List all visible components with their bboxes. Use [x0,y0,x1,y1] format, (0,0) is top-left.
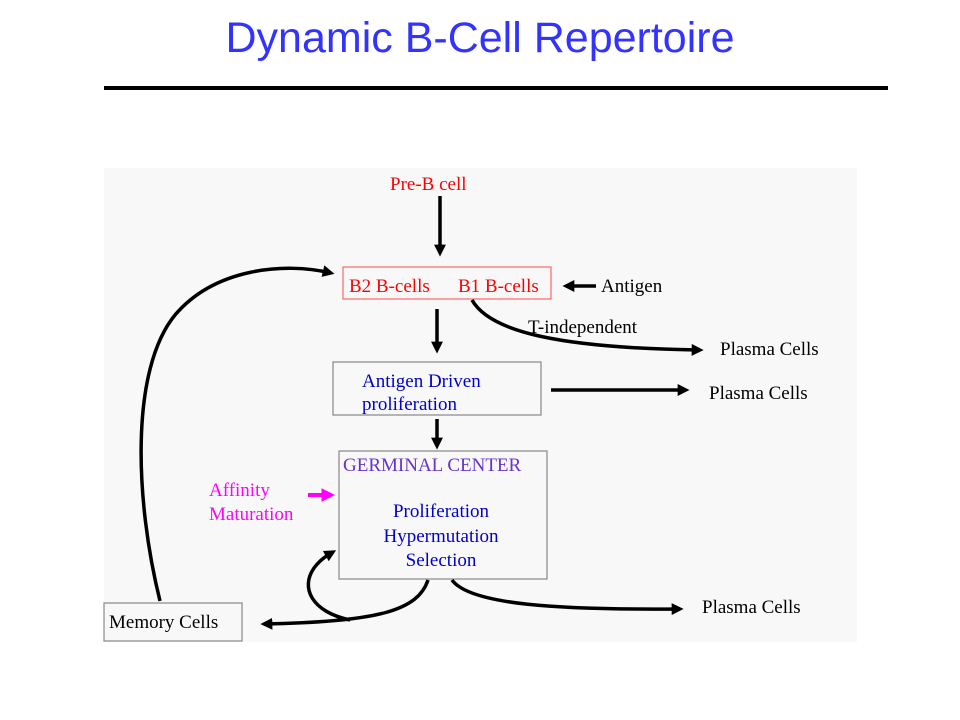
memory-cells-box [103,602,243,642]
t-independent-label: T-independent [528,317,638,338]
germinal-center-label: GERMINAL CENTER [343,455,522,476]
gc-selection-label: Selection [406,550,477,571]
b-cells-box [342,266,552,300]
title-divider [104,86,888,90]
gc-plasma-arrow [450,578,684,616]
plasma-cells-label-middle: Plasma Cells [709,383,808,404]
proliferation-label-1: proliferation [362,394,457,415]
plasma-cells-label-top: Plasma Cells [720,339,819,360]
gc-proliferation-label: Proliferation [393,501,490,522]
antigen-label: Antigen [601,276,663,297]
reentry-loop-arrow [306,550,351,622]
affinity-label: Affinity [209,480,270,501]
maturation-label: Maturation [209,504,294,525]
diagram-panel [104,168,857,642]
slide-title: Dynamic B-Cell Repertoire [225,14,735,62]
memory-recirculation-arrow [139,265,335,602]
gc-hypermutation-label: Hypermutation [383,526,499,547]
antigen-driven-box [332,361,542,416]
antigen-driven-label: Antigen Driven [362,371,481,392]
b1-cells-label: B1 B-cells [458,276,539,297]
plasma-cells-label-bottom: Plasma Cells [702,597,801,618]
memory-cells-label: Memory Cells [109,612,218,633]
t-independent-arrow [470,299,704,356]
gc-to-memory-arrow [260,579,430,630]
b2-cells-label: B2 B-cells [349,276,430,297]
germinal-center-box [338,450,548,580]
pre-b-label: Pre-B cell [390,174,467,195]
